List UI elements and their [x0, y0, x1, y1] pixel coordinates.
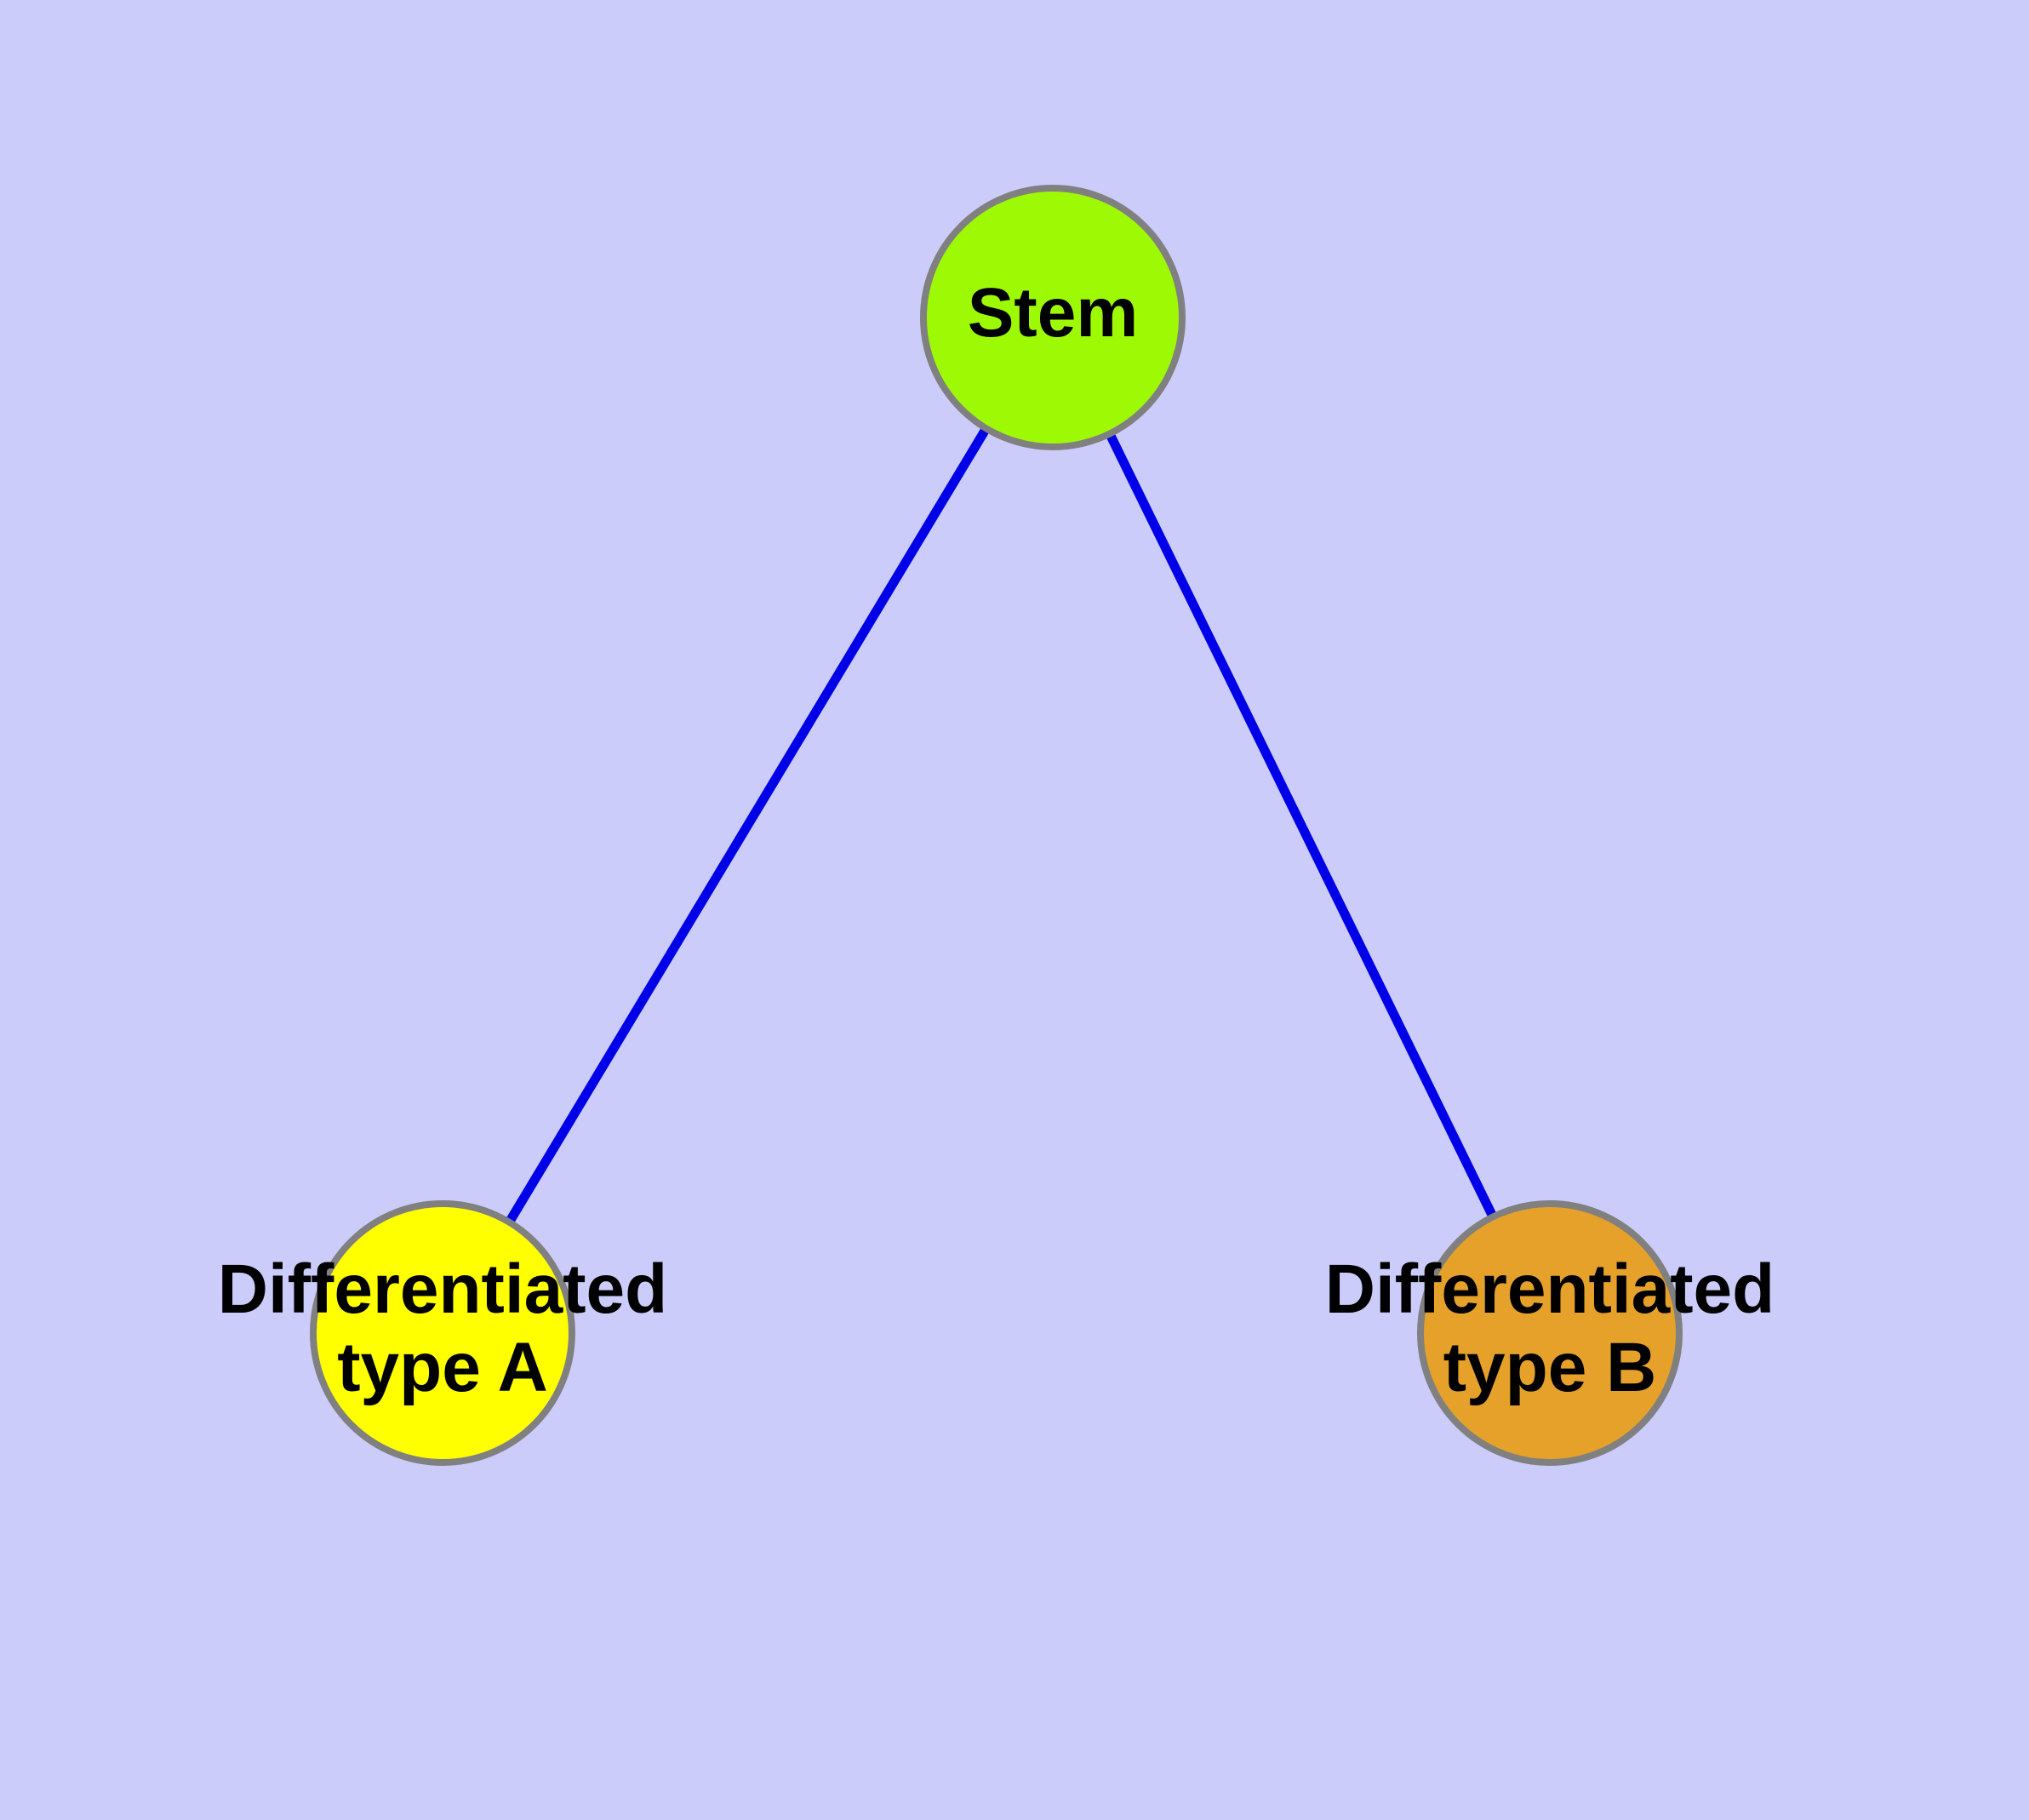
node-label-stem: Stem [968, 274, 1139, 352]
node-label-line: type A [337, 1329, 548, 1406]
node-label-line: Stem [968, 274, 1139, 352]
node-label-line: Differentiated [1325, 1251, 1775, 1328]
edges-layer [506, 426, 1497, 1224]
edge-stem-to-b[interactable] [1106, 432, 1497, 1218]
edge-stem-to-a[interactable] [506, 426, 990, 1224]
node-diff-b[interactable] [1417, 1200, 1683, 1466]
node-label-line: Differentiated [218, 1251, 668, 1328]
node-stem[interactable] [920, 185, 1186, 450]
nodes-layer [310, 185, 1683, 1466]
node-label-line: type B [1443, 1329, 1657, 1406]
node-diff-a[interactable] [310, 1200, 575, 1466]
